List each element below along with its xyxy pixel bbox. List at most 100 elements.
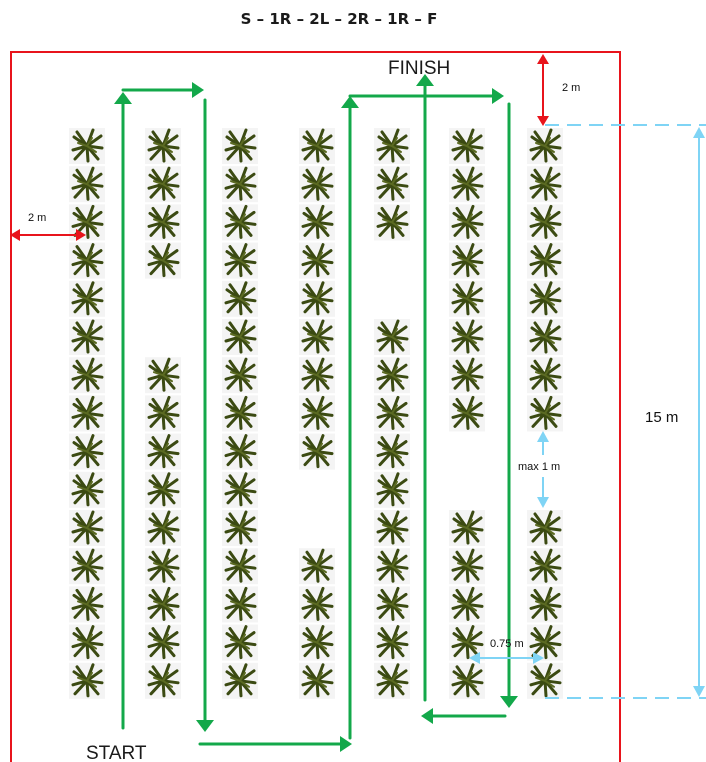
- plant-icon: [67, 393, 107, 433]
- route-path: [114, 74, 518, 752]
- plant-icon: [447, 241, 487, 281]
- plant-icon: [525, 164, 565, 204]
- plant-icon: [447, 202, 487, 242]
- plant-icon: [372, 355, 412, 395]
- plant-icon: [372, 584, 412, 624]
- row-spacing-dimension: [469, 652, 544, 664]
- top-gap-label: 2 m: [562, 82, 580, 94]
- plant-icon: [372, 126, 412, 166]
- plant-icon: [447, 164, 487, 204]
- plant-icon: [143, 661, 183, 701]
- plant-icon: [372, 393, 412, 433]
- start-label: START: [86, 743, 147, 762]
- route-arrow-right-1: [192, 82, 204, 98]
- left-gap-label: 2 m: [28, 212, 46, 224]
- route-arrow-right-3: [492, 88, 504, 104]
- plant-icon: [525, 279, 565, 319]
- plant-icon: [525, 661, 565, 701]
- max-gap-dimension: [537, 431, 549, 508]
- route-arrow-up-1: [114, 92, 132, 104]
- route-arrow-right-2: [340, 736, 352, 752]
- plant-icon: [372, 623, 412, 663]
- plant-icon: [297, 164, 337, 204]
- plant-icon: [143, 202, 183, 242]
- plant-icon: [220, 126, 260, 166]
- plant-icon: [220, 584, 260, 624]
- plant-icon: [143, 623, 183, 663]
- plant-icon: [67, 546, 107, 586]
- plant-icon: [447, 584, 487, 624]
- plant-icon: [143, 164, 183, 204]
- plant-icon: [525, 126, 565, 166]
- max-gap-label: max 1 m: [518, 461, 560, 473]
- plant-icon: [220, 355, 260, 395]
- plant-icon: [143, 241, 183, 281]
- plant-icon: [297, 546, 337, 586]
- plant-icon: [143, 393, 183, 433]
- plant-icon: [372, 202, 412, 242]
- plant-icon: [67, 241, 107, 281]
- row-length-label: 15 m: [645, 409, 678, 426]
- plant-icon: [297, 355, 337, 395]
- route-arrow-up-finish: [416, 74, 434, 86]
- plant-icon: [220, 470, 260, 510]
- plant-icon: [220, 623, 260, 663]
- plant-icon: [297, 584, 337, 624]
- plant-icon: [220, 508, 260, 548]
- plant-icon: [447, 661, 487, 701]
- plant-grid: [67, 126, 565, 701]
- plant-icon: [297, 279, 337, 319]
- plant-icon: [67, 279, 107, 319]
- plant-icon: [143, 546, 183, 586]
- plant-icon: [447, 508, 487, 548]
- plant-icon: [297, 241, 337, 281]
- diagram-title: S – 1R – 2L – 2R – 1R – F: [241, 10, 438, 28]
- plant-icon: [143, 126, 183, 166]
- plant-icon: [67, 355, 107, 395]
- plant-icon: [67, 623, 107, 663]
- plant-icon: [372, 164, 412, 204]
- left-gap-dimension: [10, 229, 86, 241]
- plant-icon: [67, 584, 107, 624]
- plant-icon: [447, 126, 487, 166]
- plant-icon: [67, 317, 107, 357]
- plant-icon: [143, 432, 183, 472]
- plant-icon: [447, 279, 487, 319]
- plant-icon: [447, 393, 487, 433]
- plant-icon: [143, 355, 183, 395]
- plant-icon: [372, 661, 412, 701]
- plant-icon: [67, 508, 107, 548]
- plant-icon: [143, 470, 183, 510]
- field-boundary: [10, 51, 621, 762]
- plant-icon: [525, 317, 565, 357]
- plant-icon: [297, 661, 337, 701]
- plant-icon: [447, 546, 487, 586]
- plant-icon: [525, 584, 565, 624]
- row-spacing-label: 0.75 m: [490, 638, 524, 650]
- plant-icon: [372, 317, 412, 357]
- plant-icon: [372, 546, 412, 586]
- plant-icon: [525, 623, 565, 663]
- plant-icon: [372, 432, 412, 472]
- route-arrow-down-1: [196, 720, 214, 732]
- plant-icon: [220, 546, 260, 586]
- plant-icon: [67, 164, 107, 204]
- plant-icon: [67, 126, 107, 166]
- plant-icon: [67, 432, 107, 472]
- plant-icon: [525, 355, 565, 395]
- plant-icon: [525, 546, 565, 586]
- plant-icon: [447, 355, 487, 395]
- plant-icon: [220, 279, 260, 319]
- finish-label: FINISH: [388, 58, 450, 79]
- plant-icon: [220, 432, 260, 472]
- plant-icon: [297, 623, 337, 663]
- plant-icon: [220, 164, 260, 204]
- route-arrow-down-2: [500, 696, 518, 708]
- plant-icon: [143, 584, 183, 624]
- plant-icon: [372, 508, 412, 548]
- row-length-dimension: [693, 127, 705, 697]
- plant-icon: [525, 393, 565, 433]
- plant-icon: [220, 661, 260, 701]
